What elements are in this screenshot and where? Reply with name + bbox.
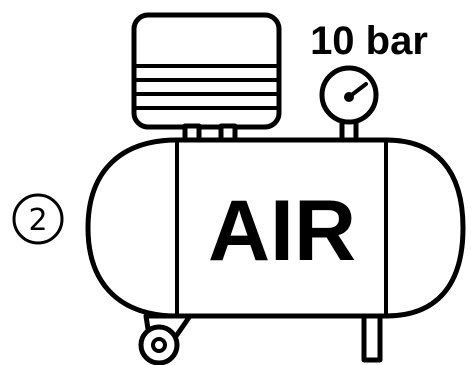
gauge-pivot <box>344 92 354 102</box>
air-tank <box>85 137 466 319</box>
item-number-circle <box>12 193 64 245</box>
motor <box>131 12 282 130</box>
pressure-gauge <box>319 65 379 143</box>
pressure-label: 10 bar <box>310 19 428 63</box>
item-number: 2 <box>28 203 47 238</box>
tank-label: AIR <box>208 183 356 279</box>
support-foot <box>361 310 383 363</box>
motor-body <box>131 12 282 130</box>
wheel-hub <box>151 337 167 353</box>
wheel <box>138 324 180 365</box>
